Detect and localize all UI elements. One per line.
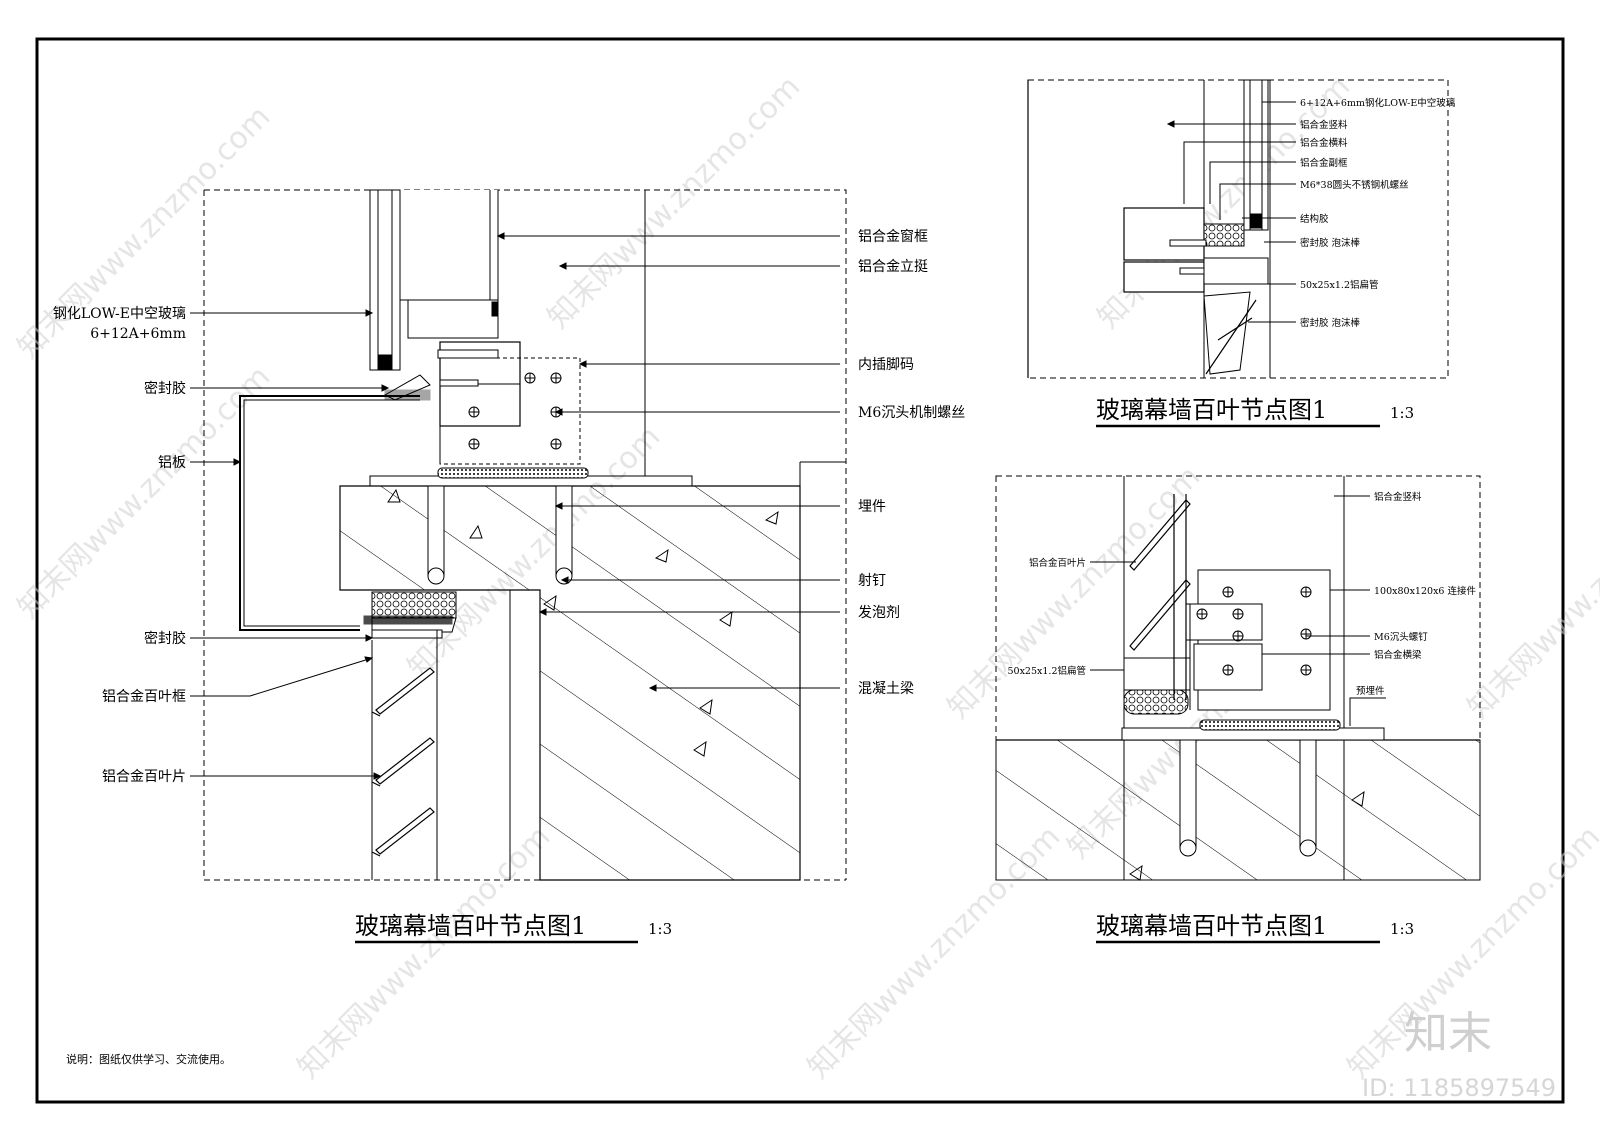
top-right-leaders xyxy=(1166,101,1296,323)
label-m6-screw: M6沉头机制螺丝 xyxy=(858,405,965,421)
label-window-frame: 铝合金窗框 xyxy=(858,228,928,245)
brand-watermark: 知末 xyxy=(1404,1008,1492,1059)
label-mullion-br: 铝合金竖料 xyxy=(1374,491,1422,503)
bottom-right-title: 玻璃幕墙百叶节点图1 xyxy=(1096,912,1327,940)
label-connector-br: 100x80x120x6 连接件 xyxy=(1374,585,1476,597)
top-right-scale: 1:3 xyxy=(1390,404,1414,422)
label-embedded-part: 埋件 xyxy=(858,499,886,515)
label-concrete-beam: 混凝土梁 xyxy=(858,681,914,697)
label-flat-tube-tr: 50x25x1.2铝扁管 xyxy=(1300,279,1379,291)
bolt-markers-br xyxy=(1196,586,1312,676)
label-insert-bracket: 内插脚码 xyxy=(858,357,914,373)
label-mullion-tr: 铝合金竖料 xyxy=(1300,119,1348,131)
label-sealant-bottom: 密封胶 xyxy=(144,630,186,647)
watermark-text: 知末网www.znzmo.com xyxy=(541,69,807,335)
label-nail: 射钉 xyxy=(858,573,886,589)
drawing-note: 说明：图纸仅供学习、交流使用。 xyxy=(66,1052,231,1066)
label-glass-spec: 6+12A+6mm xyxy=(90,326,186,342)
label-m6-screw-br: M6沉头螺钉 xyxy=(1374,631,1428,643)
label-structural-sealant-tr: 结构胶 xyxy=(1300,213,1329,225)
label-mullion: 铝合金立挺 xyxy=(858,259,928,275)
left-detail-scale: 1:3 xyxy=(648,920,672,938)
left-detail-title: 玻璃幕墙百叶节点图1 xyxy=(355,912,586,940)
hatch-triangles xyxy=(387,488,779,757)
top-right-title: 玻璃幕墙百叶节点图1 xyxy=(1096,396,1327,424)
bottom-right-scale: 1:3 xyxy=(1390,920,1414,938)
bottom-right-detail xyxy=(995,475,1481,881)
label-aluminum-panel: 铝板 xyxy=(158,455,186,471)
top-right-detail xyxy=(1027,79,1449,379)
label-transom-br: 铝合金横梁 xyxy=(1374,649,1422,661)
left-detail xyxy=(190,189,847,881)
watermark-layer: 知末网www.znzmo.com 知末网www.znzmo.com 知末网www… xyxy=(11,69,1600,1085)
watermark-text: 知末网www.znzmo.com xyxy=(1461,459,1600,725)
label-transom-tr: 铝合金横料 xyxy=(1300,137,1348,149)
leaders-right xyxy=(496,232,840,692)
label-glass: 钢化LOW-E中空玻璃 xyxy=(53,305,186,322)
label-sealant-foam-tr-2: 密封胶 泡沫棒 xyxy=(1300,317,1361,329)
left-labels: 铝合金窗框 铝合金立挺 内插脚码 M6沉头机制螺丝 埋件 射钉 发泡剂 混凝土梁… xyxy=(53,228,965,944)
label-louver-frame: 铝合金百叶框 xyxy=(102,689,186,705)
watermark-text: 知末网www.znzmo.com xyxy=(11,359,277,625)
label-flat-tube-br: 50x25x1.2铝扁管 xyxy=(1007,665,1086,677)
top-right-labels: 6+12A+6mm钢化LOW-E中空玻璃 铝合金竖料 铝合金横料 铝合金副框 M… xyxy=(1096,97,1455,428)
label-foam: 发泡剂 xyxy=(858,605,900,621)
label-sealant-top: 密封胶 xyxy=(144,380,186,397)
label-glass-spec-tr: 6+12A+6mm钢化LOW-E中空玻璃 xyxy=(1300,97,1455,109)
label-louver-blade-br: 铝合金百叶片 xyxy=(1029,557,1086,569)
louver-blades xyxy=(371,667,435,857)
label-embedded-br: 预埋件 xyxy=(1356,685,1385,697)
label-subframe-tr: 铝合金副框 xyxy=(1300,157,1348,169)
leaders-left xyxy=(190,309,390,780)
bottom-right-leaders xyxy=(1090,495,1386,726)
id-watermark: ID: 1185897549 xyxy=(1362,1074,1556,1102)
watermark-text: 知末网www.znzmo.com xyxy=(291,819,557,1085)
bottom-right-labels: 铝合金竖料 铝合金百叶片 100x80x120x6 连接件 M6沉头螺钉 铝合金… xyxy=(1007,491,1476,944)
label-screw-tr: M6*38圆头不锈钢机螺丝 xyxy=(1300,179,1409,191)
label-sealant-foam-tr-1: 密封胶 泡沫棒 xyxy=(1300,237,1361,249)
label-louver-blade: 铝合金百叶片 xyxy=(102,769,186,785)
louver-blades-br xyxy=(1129,494,1191,700)
drawing-border xyxy=(35,37,1565,1104)
